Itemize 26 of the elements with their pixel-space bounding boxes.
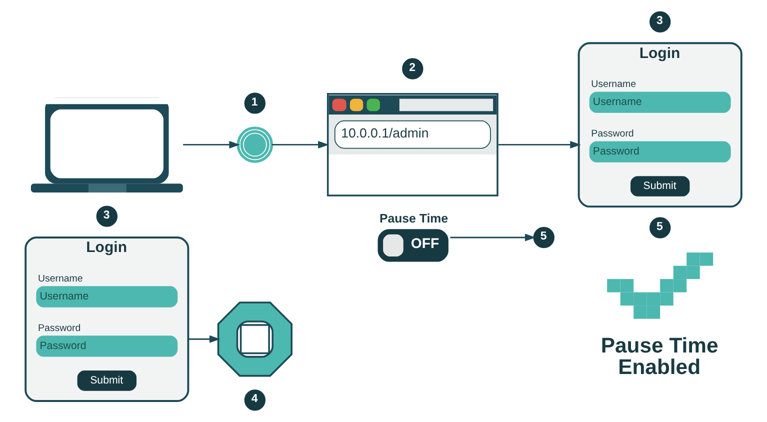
node-picture xyxy=(217,302,292,377)
node-label: Password xyxy=(38,323,81,334)
arrow xyxy=(450,234,536,242)
node-picture xyxy=(236,126,274,163)
node-label: Password xyxy=(591,128,634,140)
node-label: Username xyxy=(591,79,636,90)
node-box: Password xyxy=(36,336,178,357)
node-circle: 3 xyxy=(650,11,671,32)
node-box: Submit xyxy=(77,370,136,391)
arrow xyxy=(183,140,240,148)
node-label: Pause Time Enabled xyxy=(600,334,718,379)
node-circle: 1 xyxy=(244,92,266,114)
node-box: Submit xyxy=(630,176,690,196)
node-circle: 5 xyxy=(533,226,554,248)
node-circle: 5 xyxy=(650,217,671,238)
node-label: Pause Time xyxy=(380,212,448,226)
node-circle: 4 xyxy=(244,390,266,411)
node-circle: 3 xyxy=(96,206,118,227)
arrow xyxy=(272,140,329,148)
node-box: Username xyxy=(589,92,731,113)
node-box: Username xyxy=(36,286,178,308)
node-box: Password xyxy=(589,141,731,162)
arrow xyxy=(188,335,220,343)
arrow xyxy=(498,140,581,148)
node-circle: 2 xyxy=(402,58,424,80)
node-label: Username xyxy=(38,274,83,285)
